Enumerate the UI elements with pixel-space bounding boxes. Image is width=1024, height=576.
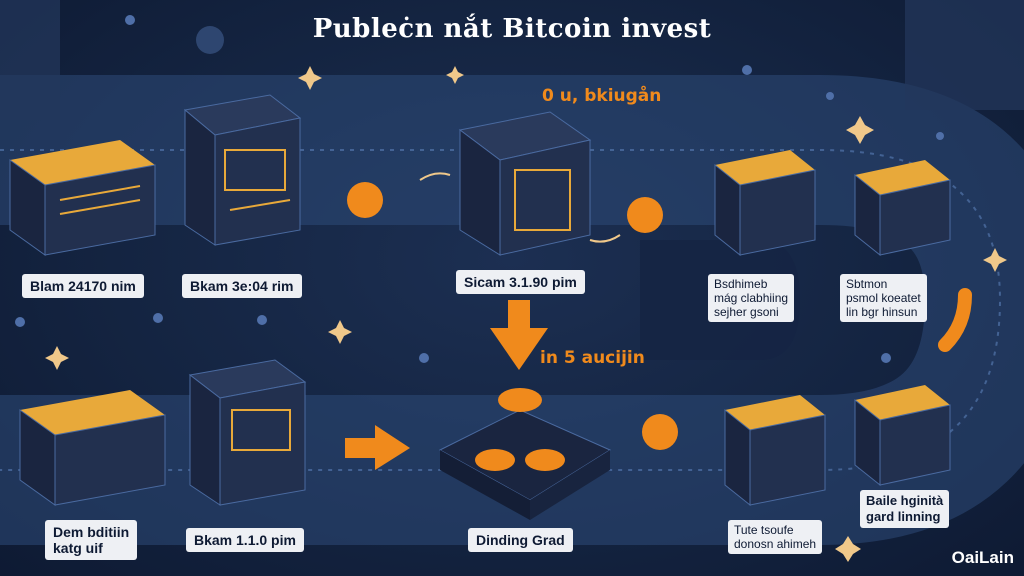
sparkle-icon <box>298 66 322 90</box>
note-bottom-right-a: Tute tsoufe donosn ahimeh <box>728 520 823 554</box>
cube-top-right-2 <box>854 160 951 257</box>
star-icon <box>881 353 891 363</box>
sparkle-icon <box>45 346 69 370</box>
cube-bottom-2 <box>188 359 307 506</box>
brand-logo: OaiLain <box>951 548 1014 567</box>
sparkle-icon <box>835 536 861 562</box>
label-bottom-center: Dinding Grad <box>468 528 573 552</box>
stars <box>15 15 944 463</box>
note-top-right-b: Sbtmon psmol koeatet lin bgr hinsun <box>840 274 927 322</box>
cube-bottom-right-2 <box>854 385 951 487</box>
sparkle-icon <box>846 116 874 144</box>
note-bottom-right-b: Baile hginità gard linning <box>860 490 950 528</box>
page-title: Publeċn nắt Bitcoin invest <box>312 14 712 44</box>
bitcoin-coin-icon <box>627 197 663 233</box>
top-step-label: 0 u, bkiugån <box>542 86 662 106</box>
corner-deco-right <box>905 0 1024 110</box>
cube-top-center <box>458 111 592 256</box>
label-top-left: Blam 24170 nim <box>22 274 144 298</box>
note-top-right-a: Bsdhimeb mág clabhiing sejher gsoni <box>708 274 795 322</box>
label-top-center: Sicam 3.1.90 pim <box>456 270 585 294</box>
star-icon <box>826 92 834 100</box>
star-icon <box>936 132 944 140</box>
bitcoin-coin-icon <box>475 449 515 471</box>
cube-top-right-1 <box>714 150 816 257</box>
down-arrow-icon <box>490 300 548 370</box>
star-icon <box>742 65 752 75</box>
right-arrow-icon <box>345 425 410 470</box>
star-icon <box>15 317 25 327</box>
sparkle-icon <box>328 320 352 344</box>
bitcoin-coin-icon <box>642 414 678 450</box>
label-bottom-left: Dem bditiin katg uif <box>45 520 138 560</box>
bitcoin-coin-icon <box>525 449 565 471</box>
star-icon <box>125 15 135 25</box>
bitcoin-coin-icon <box>347 182 383 218</box>
arrow-icon <box>419 172 451 181</box>
star-icon <box>153 313 163 323</box>
cube-bottom-1 <box>19 390 166 506</box>
sparkle-icon <box>446 66 464 84</box>
curve-handle-icon <box>938 288 972 352</box>
star-icon <box>419 353 429 363</box>
cube-top-2 <box>183 94 302 246</box>
corner-deco-left <box>0 0 60 120</box>
coin-platform <box>438 388 612 520</box>
star-icon <box>257 315 267 325</box>
middle-step-label: in 5 aucijin <box>540 348 645 368</box>
label-top-center-left: Bkam 3e:04 rim <box>182 274 302 298</box>
sparkles <box>45 66 1007 562</box>
gear-icon <box>196 26 224 54</box>
bitcoin-coin-icon <box>498 388 542 412</box>
label-bottom-center-left: Bkam 1.1.0 pim <box>186 528 304 552</box>
cube-bottom-right-1 <box>724 395 826 507</box>
arrow-icon <box>589 234 621 243</box>
sparkle-icon <box>983 248 1007 272</box>
cube-top-1 <box>9 140 156 256</box>
